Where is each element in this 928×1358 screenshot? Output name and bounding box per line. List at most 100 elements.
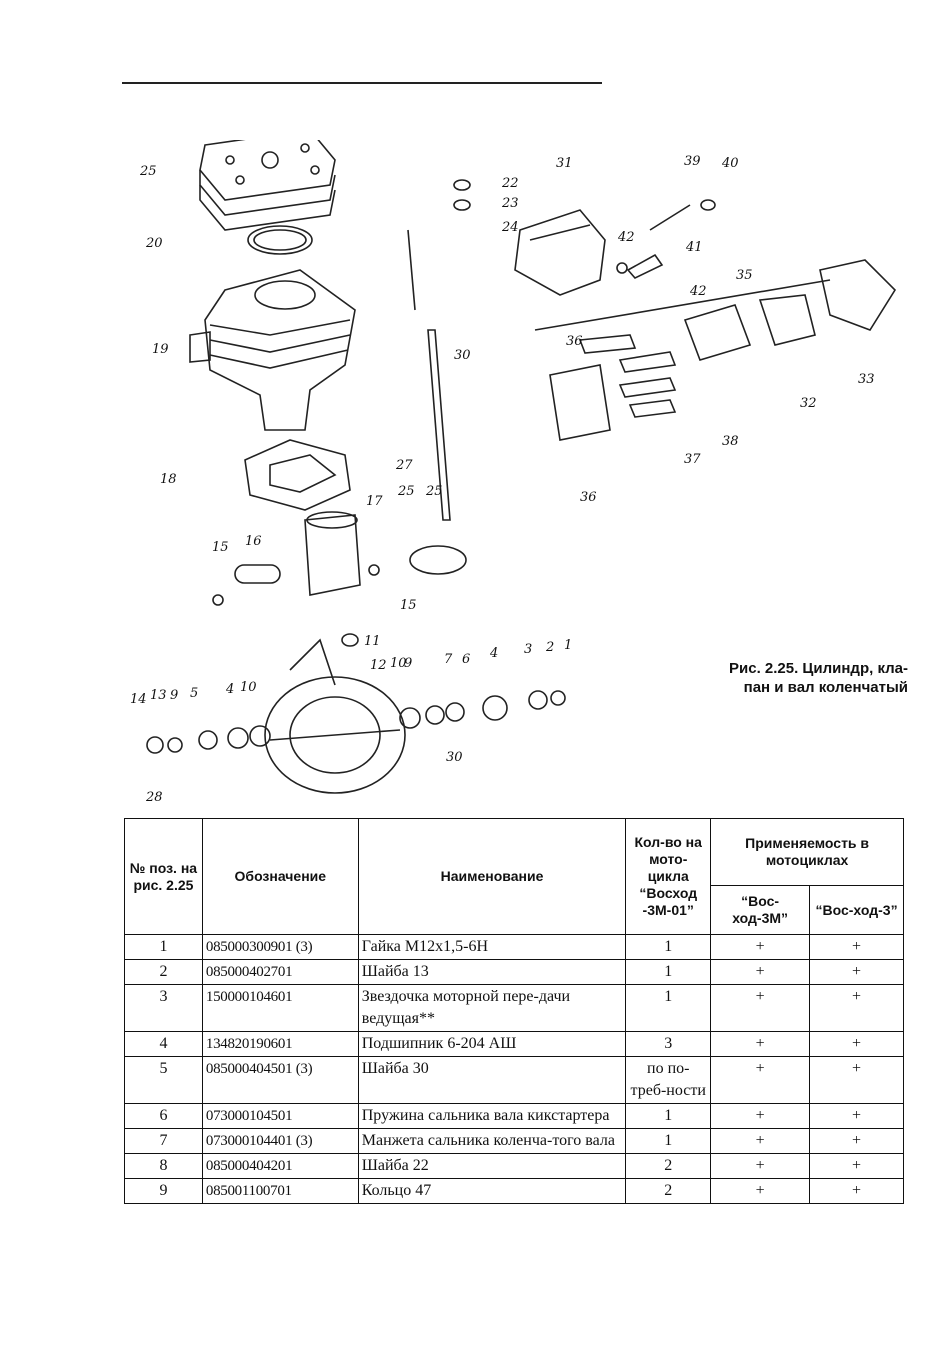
figure-label: 10 <box>240 680 257 695</box>
row-voskhod-3: + <box>809 1153 904 1179</box>
figure-label: 10 <box>390 656 407 671</box>
figure-label: 37 <box>684 452 701 467</box>
figure-label: 19 <box>152 342 169 357</box>
figure-label: 23 <box>502 196 519 211</box>
row-name: Шайба 13 <box>357 959 627 985</box>
figure-label: 14 <box>130 692 147 707</box>
figure-label: 33 <box>858 372 875 387</box>
figure-label: 5 <box>190 686 199 701</box>
row-qty: 1 <box>625 1128 712 1154</box>
row-qty: 3 <box>625 1031 712 1057</box>
figure-label: 31 <box>556 156 573 171</box>
row-name: Кольцо 47 <box>357 1178 627 1204</box>
row-qty: 2 <box>625 1178 712 1204</box>
row-code: 085000402701 <box>201 959 359 985</box>
row-name: Шайба 30 <box>357 1056 627 1104</box>
gasket-ring-drawing <box>247 225 313 255</box>
row-voskhod-3: + <box>809 1103 904 1129</box>
figure-label: 20 <box>146 236 163 251</box>
row-name: Манжета сальника коленча-того вала <box>357 1128 627 1154</box>
row-voskhod-3m: + <box>710 1056 811 1104</box>
row-pos: 3 <box>124 984 203 1032</box>
cylinder-drawing <box>189 269 356 431</box>
cylinder-head-drawing <box>199 140 336 231</box>
figure-label: 15 <box>212 540 229 555</box>
figure-label: 9 <box>170 688 179 703</box>
figure-label: 35 <box>736 268 753 283</box>
figure-label: 28 <box>146 790 163 805</box>
figure-label: 30 <box>446 750 463 765</box>
row-pos: 4 <box>124 1031 203 1057</box>
caption-line: пан и вал коленчатый <box>743 679 908 696</box>
top-rule <box>122 82 602 84</box>
row-pos: 1 <box>124 934 203 960</box>
figure-label: 25 <box>398 484 415 499</box>
row-voskhod-3: + <box>809 1056 904 1104</box>
header-voskhod-3m: “Вос-ход-3М” <box>710 885 811 935</box>
row-voskhod-3: + <box>809 1031 904 1057</box>
row-code: 073000104401 (3) <box>201 1128 359 1154</box>
figure-label: 18 <box>160 472 177 487</box>
figure-label: 4 <box>490 646 499 661</box>
row-name: Гайка М12х1,5-6Н <box>357 934 627 960</box>
row-voskhod-3: + <box>809 1128 904 1154</box>
figure-label: 38 <box>722 434 739 449</box>
figure-label: 7 <box>444 652 453 667</box>
row-pos: 7 <box>124 1128 203 1154</box>
row-pos: 6 <box>124 1103 203 1129</box>
row-voskhod-3: + <box>809 959 904 985</box>
row-code: 085000404201 <box>201 1153 359 1179</box>
row-name: Звездочка моторной пере-дачи ведущая** <box>357 984 627 1032</box>
figure-caption: Рис. 2.25. Цилиндр, кла- пан и вал колен… <box>628 659 908 697</box>
figure-label: 36 <box>580 490 597 505</box>
row-qty: 1 <box>625 934 712 960</box>
figure-label: 27 <box>396 458 413 473</box>
header-pos: № поз. на рис. 2.25 <box>124 818 203 935</box>
row-code: 085001100701 <box>201 1178 359 1204</box>
row-voskhod-3m: + <box>710 934 811 960</box>
row-pos: 9 <box>124 1178 203 1204</box>
header-voskhod-3: “Вос-ход-3” <box>809 885 904 935</box>
figure-label: 39 <box>684 154 701 169</box>
row-voskhod-3m: + <box>710 1103 811 1129</box>
figure-label: 12 <box>370 658 387 673</box>
row-voskhod-3m: + <box>710 1128 811 1154</box>
figure-label: 24 <box>502 220 519 235</box>
row-voskhod-3m: + <box>710 984 811 1032</box>
reed-valve-drawing <box>514 209 606 296</box>
row-code: 150000104601 <box>201 984 359 1032</box>
row-voskhod-3m: + <box>710 1153 811 1179</box>
row-voskhod-3m: + <box>710 959 811 985</box>
figure-label: 40 <box>722 156 739 171</box>
exploded-parts-figure: 25 20 19 18 15 16 17 27 25 25 15 22 23 2… <box>110 140 910 820</box>
row-name: Шайба 22 <box>357 1153 627 1179</box>
crankshaft-drawing <box>264 638 406 794</box>
row-name: Пружина сальника вала кикстартера <box>357 1103 627 1129</box>
row-code: 073000104501 <box>201 1103 359 1129</box>
header-applicability: Применяемость в мотоциклах <box>710 818 904 886</box>
row-qty: 1 <box>625 984 712 1032</box>
row-qty: 1 <box>625 959 712 985</box>
figure-label: 32 <box>800 396 817 411</box>
chain-drawing <box>427 329 451 521</box>
row-voskhod-3: + <box>809 934 904 960</box>
row-code: 085000300901 (3) <box>201 934 359 960</box>
piston-pin-drawing <box>234 564 281 584</box>
figure-label: 30 <box>454 348 471 363</box>
figure-label: 42 <box>618 230 635 245</box>
figure-label: 36 <box>566 334 583 349</box>
figure-label: 17 <box>366 494 383 509</box>
figure-label: 42 <box>690 284 707 299</box>
intake-pipe-drawing <box>819 259 897 331</box>
valve-gasket-drawing <box>549 364 611 441</box>
row-code: 134820190601 <box>201 1031 359 1057</box>
row-pos: 2 <box>124 959 203 985</box>
header-code: Обозначение <box>201 818 359 935</box>
figure-label: 3 <box>524 642 533 657</box>
